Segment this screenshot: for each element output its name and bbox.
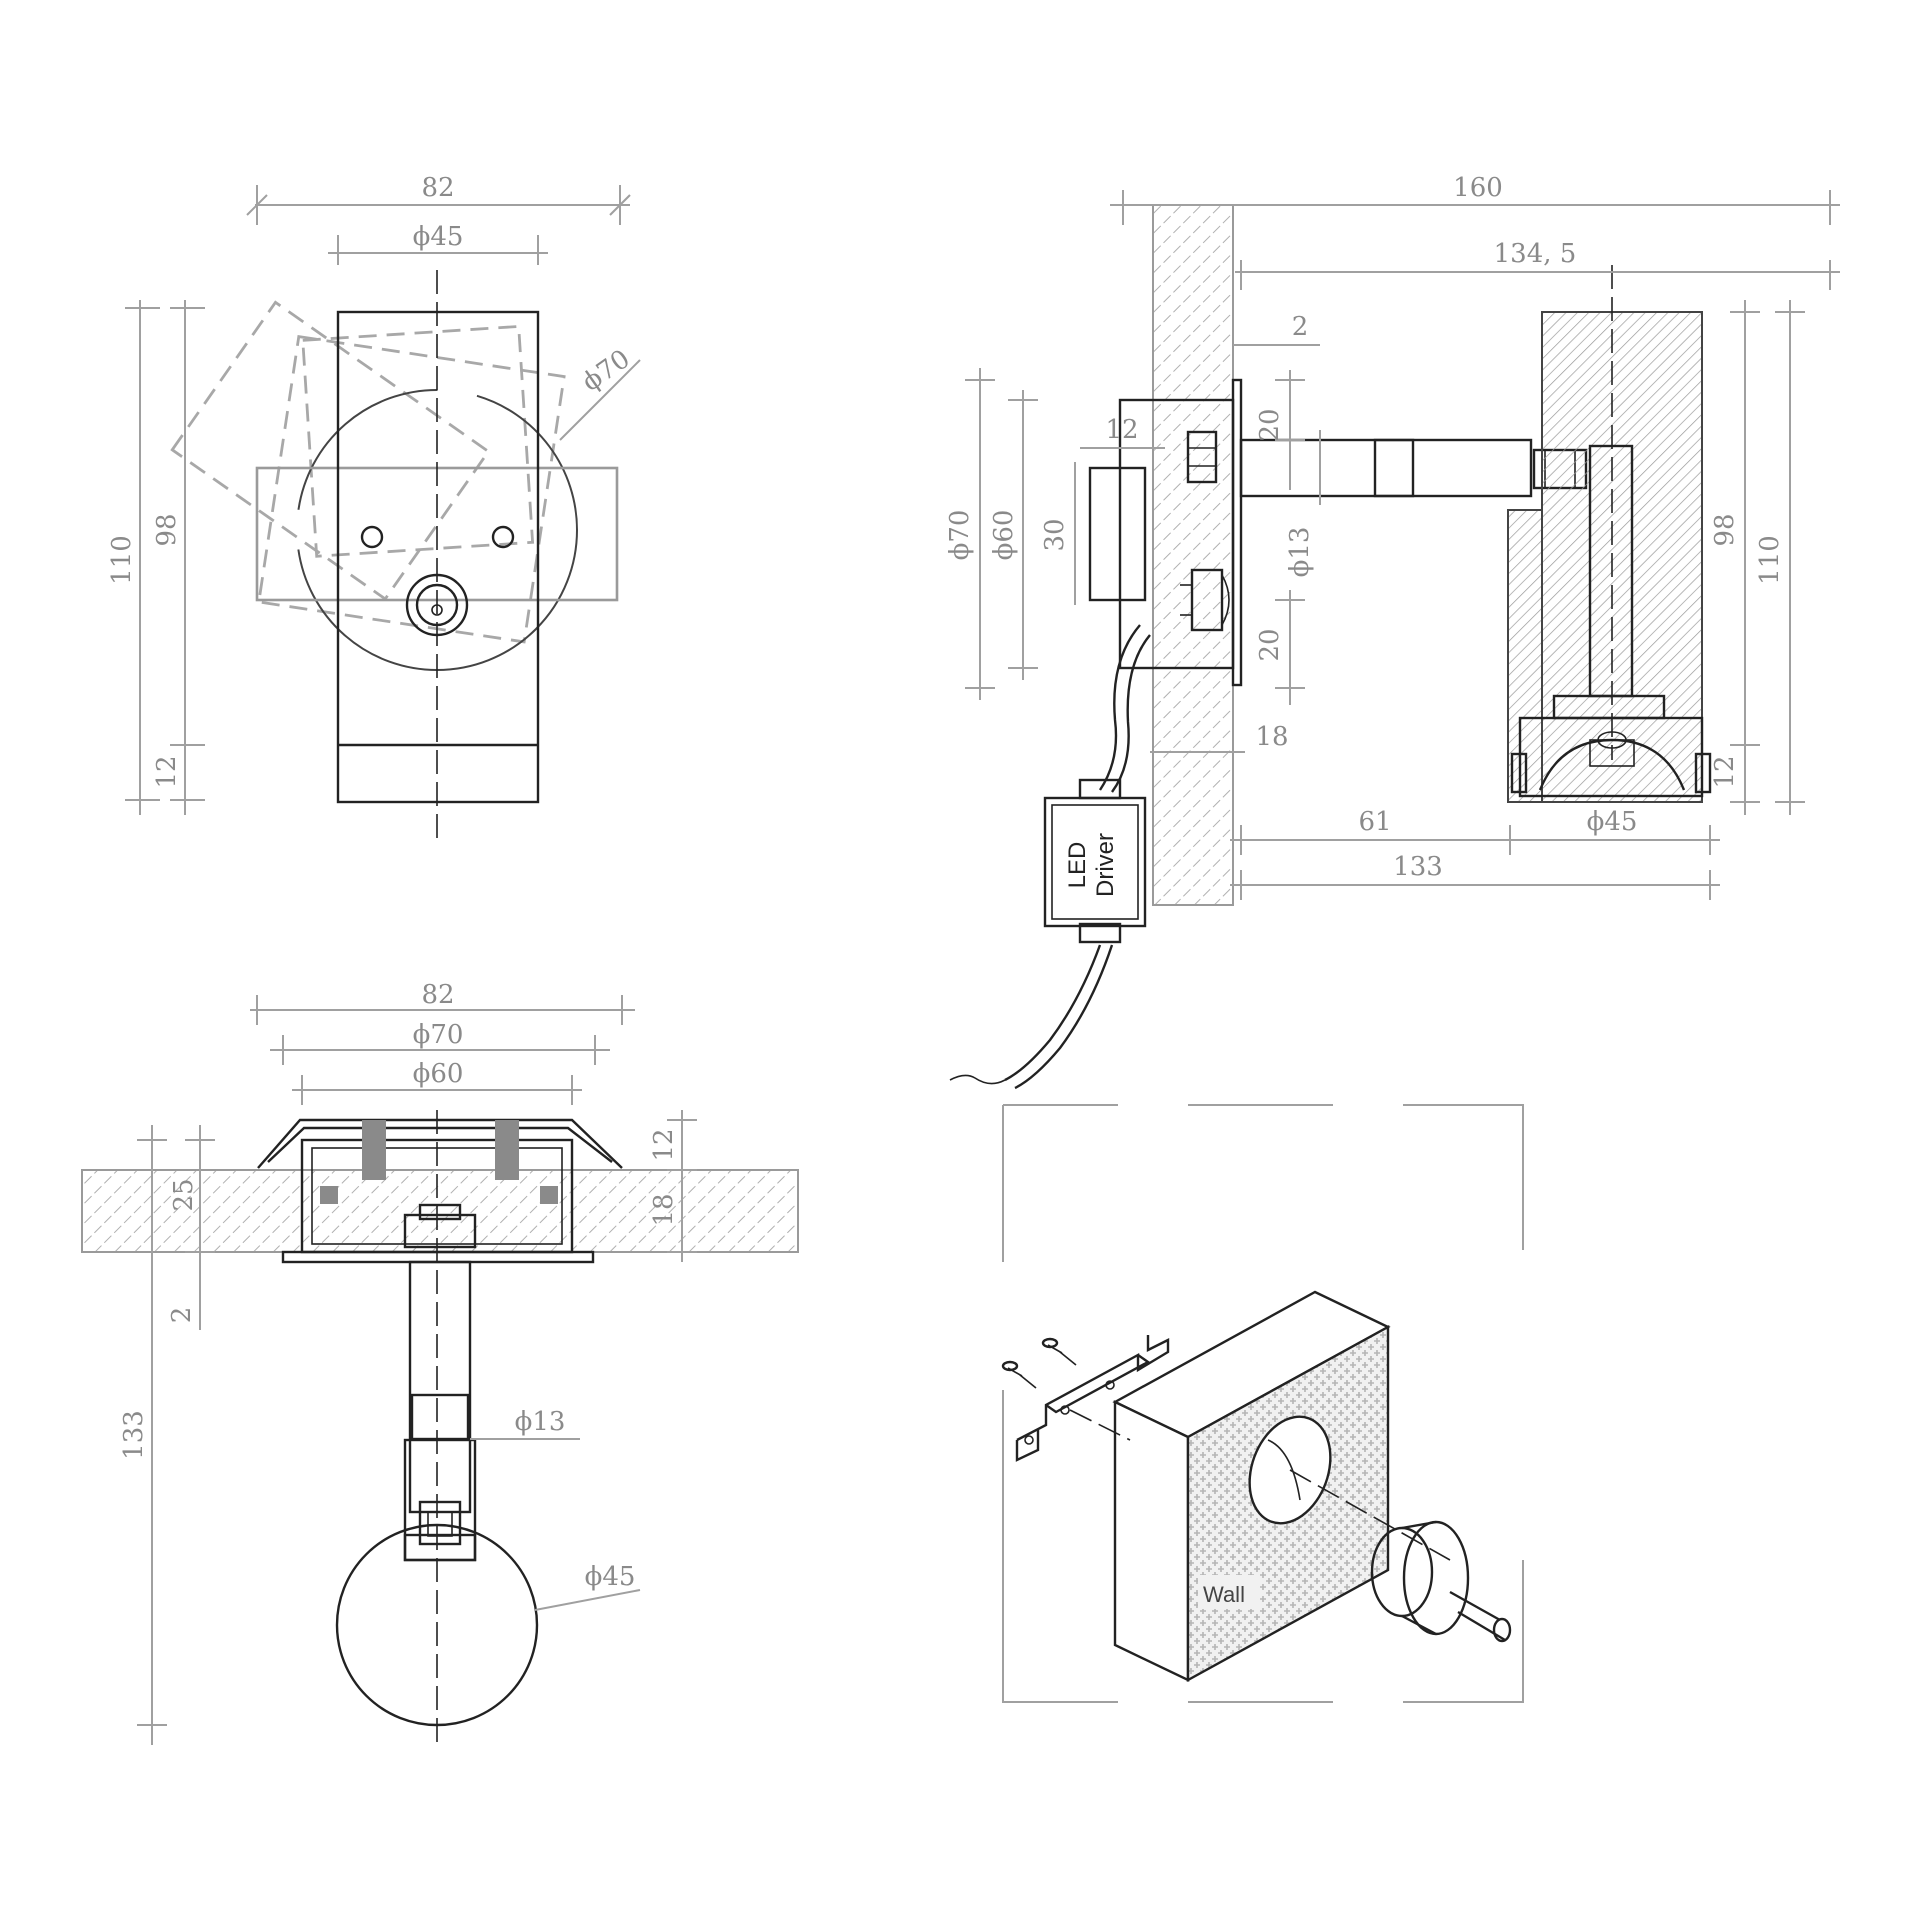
top-dim-d70: ϕ70: [413, 1020, 464, 1050]
side-dim-d133: 133: [1393, 852, 1443, 882]
side-cable: [1099, 624, 1141, 791]
iso-wall-label: Wall: [1203, 1582, 1245, 1607]
led-driver-line1: LED: [1064, 842, 1091, 889]
front-body: [336, 310, 540, 804]
top-ceiling-section: [81, 1169, 799, 1253]
iso-view: Wall: [1001, 1104, 1524, 1703]
side-dim-h12: 12: [1710, 755, 1740, 788]
side-terminal-block: [1088, 466, 1147, 602]
side-reflector: [1518, 716, 1704, 798]
top-dim-w82: 82: [421, 980, 454, 1010]
side-dim-h110: 110: [1755, 535, 1785, 585]
side-dim-proj: 134, 5: [1494, 239, 1577, 269]
side-dim-wall: 18: [1255, 722, 1288, 752]
top-dim-d60: ϕ60: [413, 1059, 464, 1089]
top-dims: 82 ϕ70 ϕ60 25 12 18 2 133 ϕ13 ϕ45: [119, 980, 697, 1745]
side-dim-box-h: 30: [1040, 518, 1070, 551]
side-dim-d61: 61: [1358, 807, 1391, 837]
front-dim-width: 82: [421, 173, 454, 203]
iso-bracket: [1001, 1335, 1170, 1462]
led-driver-line2: Driver: [1092, 833, 1119, 897]
top-dim-t2: 2: [167, 1307, 197, 1324]
side-switch: [1190, 568, 1224, 632]
side-dims: 160 134, 5 2 12 30 ϕ70 ϕ60 20 ϕ13 20: [945, 173, 1840, 900]
side-nut: [1186, 430, 1218, 484]
top-canopy: [257, 1118, 623, 1169]
side-dim-plate: 2: [1292, 312, 1309, 342]
top-screws: [320, 1120, 558, 1204]
side-junction-box: [1118, 398, 1235, 670]
front-dim-h110: 110: [107, 535, 137, 585]
iso-frame: [1002, 1104, 1524, 1703]
led-driver: LED Driver: [1043, 778, 1147, 944]
side-dim-rod: ϕ13: [1285, 527, 1315, 578]
front-dim-rot-dia: ϕ70: [577, 344, 636, 398]
side-lamp-head: [1541, 311, 1703, 803]
top-view: 82 ϕ70 ϕ60 25 12 18 2 133 ϕ13 ϕ45: [81, 980, 799, 1745]
side-dim-dia70: ϕ70: [945, 510, 975, 561]
top-dim-t18: 18: [649, 1193, 679, 1226]
front-rotated-dashed: [170, 300, 566, 644]
front-dim-h12: 12: [152, 755, 182, 788]
iso-wall-block: Wall: [1112, 1290, 1391, 1683]
side-dim-total: 160: [1453, 173, 1503, 203]
front-screw-right: [491, 525, 515, 549]
top-dim-rod: ϕ13: [515, 1407, 566, 1437]
top-rod: [408, 1260, 472, 1514]
top-dim-head: ϕ45: [585, 1562, 636, 1592]
front-dim-head-dia: ϕ45: [413, 222, 464, 252]
side-dim-h98: 98: [1710, 513, 1740, 546]
side-view: LED Driver 160 134, 5 2 12 30 ϕ70 ϕ60: [945, 173, 1840, 1090]
front-view: 82 ϕ45 ϕ70 110 98 12: [107, 173, 641, 840]
side-wall-section: [1152, 204, 1234, 906]
top-dim-t12: 12: [649, 1128, 679, 1161]
side-dim-dia60: ϕ60: [989, 510, 1019, 561]
top-dim-len133: 133: [119, 1410, 149, 1460]
front-dims: 82 ϕ45 ϕ70 110 98 12: [107, 173, 641, 815]
side-dim-s20b: 20: [1255, 628, 1285, 661]
top-nut: [403, 1213, 477, 1249]
front-screw-left: [360, 525, 384, 549]
side-dim-head: ϕ45: [1587, 807, 1638, 837]
top-dim-t25: 25: [169, 1178, 199, 1211]
side-arm: [1239, 438, 1533, 498]
front-dim-h98: 98: [152, 513, 182, 546]
side-dim-s20a: 20: [1255, 408, 1285, 441]
iso-fitting: [1289, 1469, 1512, 1643]
top-mount-plate: [281, 1250, 595, 1264]
side-dim-box-w: 12: [1105, 415, 1138, 445]
